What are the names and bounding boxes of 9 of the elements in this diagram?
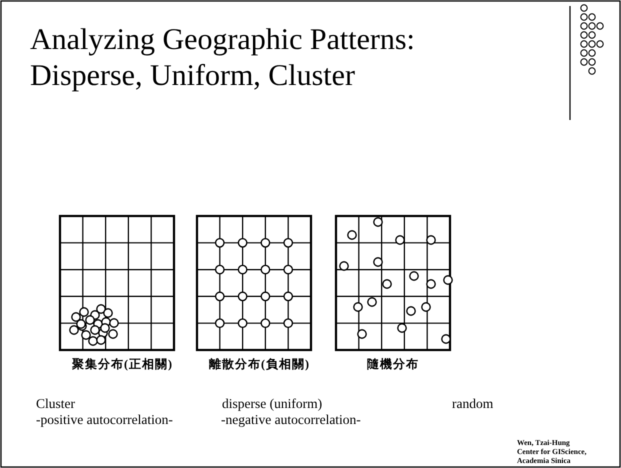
slide-title: Analyzing Geographic Patterns: Disperse, Uniform, Cluster xyxy=(30,22,416,94)
pattern-description: -positive autocorrelation- xyxy=(36,413,173,428)
chinese-caption: 離散分布(負相關) xyxy=(209,358,310,372)
pattern-description: -negative autocorrelation- xyxy=(221,413,361,428)
pattern-label: Cluster xyxy=(36,397,75,412)
chinese-caption: 聚集分布(正相關) xyxy=(72,358,173,372)
pattern-label: disperse (uniform) xyxy=(222,397,322,412)
chinese-caption: 隨機分布 xyxy=(367,358,419,372)
pattern-label: random xyxy=(452,397,494,412)
